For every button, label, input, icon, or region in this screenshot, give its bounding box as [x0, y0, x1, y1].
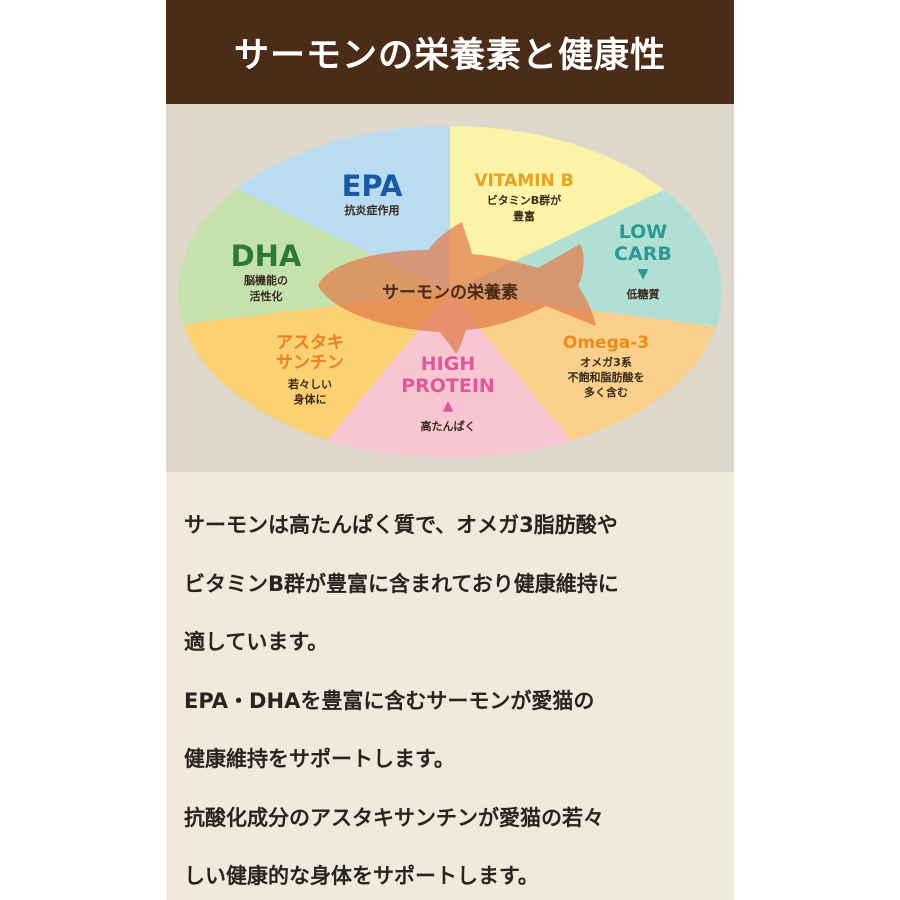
description-line: 適しています。 [184, 630, 329, 654]
content-panel: サーモンの栄養素と健康性 サーモンの栄養素 [166, 0, 734, 900]
segment-title-epa: EPA [342, 169, 403, 203]
segment-title-high-protein-2: PROTEIN [401, 375, 495, 397]
description-line: EPA・DHAを豊富に含むサーモンが愛猫の [184, 688, 595, 713]
segment-title-dha: DHA [231, 239, 302, 273]
segment-sub-dha-1: 脳機能の [244, 273, 288, 287]
segment-sub-astaxanthin-1: 若々しい [288, 377, 332, 391]
segment-sub-omega3-1: オメガ3系 [580, 355, 632, 369]
page-title: サーモンの栄養素と健康性 [233, 35, 666, 76]
header-banner: サーモンの栄養素と健康性 [166, 0, 734, 104]
segment-sub-vitamin-b-1: ビタミンB群が [487, 193, 561, 207]
description-line: 健康維持をサポートします。 [184, 747, 455, 771]
nutrition-pie-svg: サーモンの栄養素 EPA 抗炎症作用 VITAMIN B ビタミンB群が 豊富 … [178, 126, 722, 458]
segment-title-low-carb-1: LOW [619, 221, 668, 243]
segment-sub-low-carb: 低糖質 [626, 287, 660, 301]
segment-sub-dha-2: 活性化 [250, 289, 283, 303]
description-text: サーモンは高たんぱく質で、オメガ3脂肪酸や ビタミンB群が豊富に含まれており健康… [184, 500, 729, 900]
segment-title-vitamin-b: VITAMIN B [474, 171, 573, 191]
center-label: サーモンの栄養素 [382, 282, 518, 303]
down-arrow-icon: ▼ [638, 266, 649, 282]
segment-sub-astaxanthin-2: 身体に [294, 392, 327, 406]
segment-title-high-protein-1: HIGH [421, 353, 475, 375]
segment-sub-omega3-3: 多く含む [584, 385, 628, 399]
segment-title-astaxanthin-1: アスタキ [276, 333, 344, 353]
description-line: サーモンは高たんぱく質で、オメガ3脂肪酸や [184, 513, 618, 537]
up-arrow-icon: ▲ [443, 398, 454, 414]
nutrition-diagram: サーモンの栄養素 EPA 抗炎症作用 VITAMIN B ビタミンB群が 豊富 … [166, 104, 734, 472]
segment-title-astaxanthin-2: サンチン [276, 353, 344, 373]
description-line: しい健康的な身体をサポートします。 [184, 864, 539, 888]
segment-sub-vitamin-b-2: 豊富 [513, 209, 535, 223]
segment-title-low-carb-2: CARB [614, 243, 672, 265]
segment-sub-high-protein: 高たんぱく [421, 419, 476, 433]
description-line: ビタミンB群が豊富に含まれており健康維持に [184, 571, 619, 596]
segment-sub-omega3-2: 不飽和脂肪酸を [568, 370, 645, 384]
description-line: 抗酸化成分のアスタキサンチンが愛猫の若々 [184, 805, 604, 830]
segment-high-protein [301, 292, 596, 458]
segment-sub-epa: 抗炎症作用 [345, 203, 400, 217]
salmon-icon [318, 222, 596, 354]
segment-title-omega3: Omega-3 [563, 333, 649, 353]
